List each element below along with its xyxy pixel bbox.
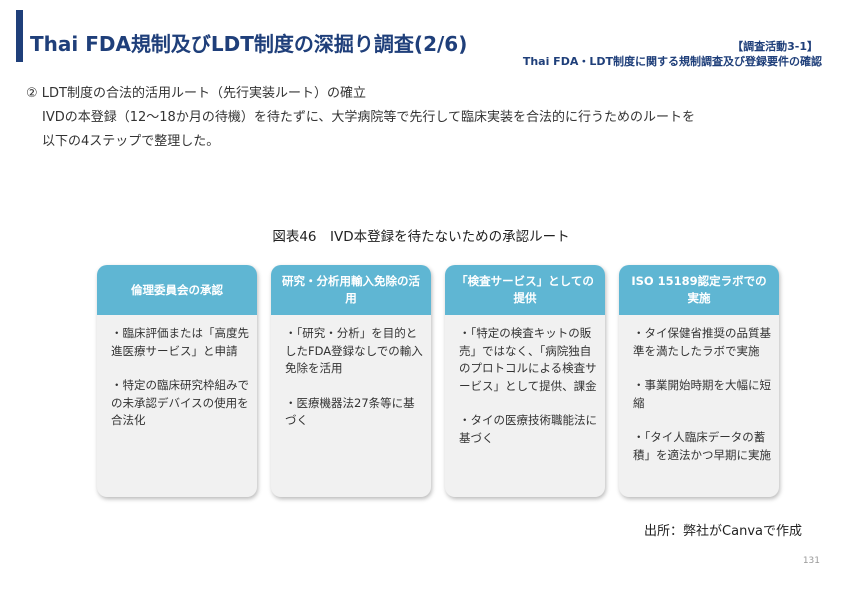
page-title: Thai FDA規制及びLDT制度の深掘り調査(2/6)	[30, 32, 468, 56]
intro-section: ② LDT制度の合法的活用ルート（先行実装ルート）の確立 IVDの本登録（12〜…	[26, 82, 695, 154]
intro-heading: ② LDT制度の合法的活用ルート（先行実装ルート）の確立	[26, 86, 366, 101]
card-item: ・事業開始時期を大幅に短縮	[633, 378, 771, 410]
card-body: ・「研究・分析」を目的としたFDA登録なしでの輸入免除を活用 ・医療機器法27条…	[271, 315, 431, 430]
card-header: 研究・分析用輸入免除の活用	[271, 265, 431, 315]
card-item: ・臨床評価または「高度先進医療サービス」と申請	[111, 326, 249, 358]
route-card-ethics: 倫理委員会の承認 ・臨床評価または「高度先進医療サービス」と申請 ・特定の臨床研…	[97, 265, 257, 497]
title-accent-bar	[16, 10, 23, 62]
card-item: ・「特定の検査キットの販売」ではなく、「病院独自のプロトコルによる検査サービス」…	[459, 326, 597, 393]
source-note: 出所：弊社がCanvaで作成	[644, 524, 802, 539]
card-item: ・タイの医療技術職能法に基づく	[459, 413, 597, 445]
card-body: ・臨床評価または「高度先進医療サービス」と申請 ・特定の臨床研究枠組みでの未承認…	[97, 315, 257, 430]
route-card-import-exemption: 研究・分析用輸入免除の活用 ・「研究・分析」を目的としたFDA登録なしでの輸入免…	[271, 265, 431, 497]
card-item: ・「タイ人臨床データの蓄積」を適法かつ早期に実施	[633, 430, 771, 462]
card-body: ・タイ保健省推奨の品質基準を満たしたラボで実施 ・事業開始時期を大幅に短縮 ・「…	[619, 315, 779, 464]
figure-caption: 図表46 IVD本登録を待たないための承認ルート	[272, 229, 570, 245]
page-subtitle: Thai FDA・LDT制度に関する規制調査及び登録要件の確認	[522, 55, 822, 68]
page-number: 131	[802, 556, 820, 566]
intro-line-2: 以下の4ステップで整理した。	[42, 134, 220, 149]
card-item: ・タイ保健省推奨の品質基準を満たしたラボで実施	[633, 326, 771, 358]
card-header: 倫理委員会の承認	[97, 265, 257, 315]
intro-line-1: IVDの本登録（12〜18か月の待機）を待たずに、大学病院等で先行して臨床実装を…	[42, 110, 696, 125]
card-item: ・医療機器法27条等に基づく	[285, 395, 415, 428]
card-header: 「検査サービス」としての提供	[445, 265, 605, 315]
card-body: ・「特定の検査キットの販売」ではなく、「病院独自のプロトコルによる検査サービス」…	[445, 315, 605, 447]
card-header: ISO 15189認定ラボでの実施	[619, 265, 779, 315]
card-item: ・特定の臨床研究枠組みでの未承認デバイスの使用を合法化	[111, 378, 249, 427]
activity-tag: 【調査活動3-1】	[732, 40, 818, 53]
route-card-iso-lab: ISO 15189認定ラボでの実施 ・タイ保健省推奨の品質基準を満たしたラボで実…	[619, 265, 779, 497]
route-card-testing-service: 「検査サービス」としての提供 ・「特定の検査キットの販売」ではなく、「病院独自の…	[445, 265, 605, 497]
card-item: ・「研究・分析」を目的としたFDA登録なしでの輸入免除を活用	[285, 326, 423, 375]
